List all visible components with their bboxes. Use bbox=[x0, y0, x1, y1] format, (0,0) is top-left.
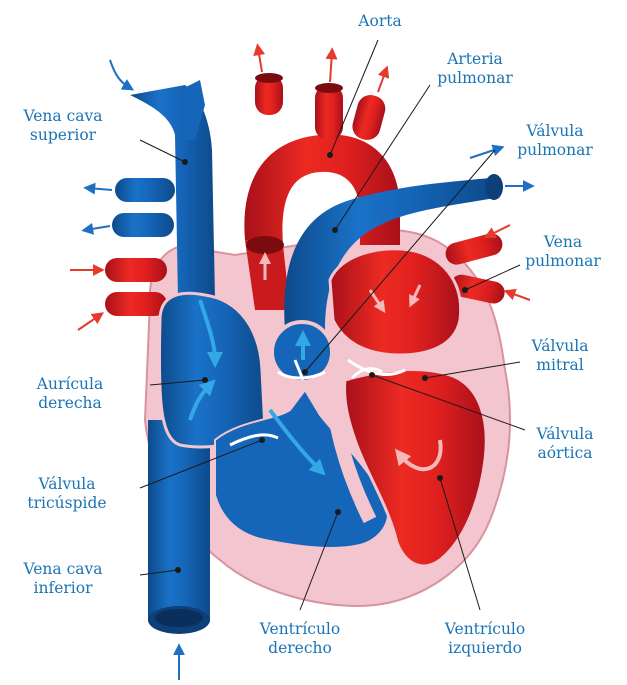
label-auricula-derecha: Aurícula derecha bbox=[15, 375, 125, 413]
label-vena-cava-superior: Vena cava superior bbox=[8, 107, 118, 145]
arrow-out-aorta-2 bbox=[330, 52, 332, 82]
label-valvula-tricuspide: Válvula tricúspide bbox=[12, 475, 122, 513]
arrow-out-vein-lower bbox=[86, 226, 110, 230]
aorta-branch-3 bbox=[350, 92, 389, 143]
arrow-out-vein-upper bbox=[88, 188, 112, 190]
arrow-in-red-lower bbox=[78, 315, 100, 330]
label-vena-pulmonar: Vena pulmonar bbox=[508, 233, 618, 271]
label-valvula-mitral: Válvula mitral bbox=[505, 337, 615, 375]
arrow-in-pv-upper bbox=[488, 225, 510, 236]
red-branch-lower bbox=[105, 292, 167, 316]
vein-branch-lower bbox=[112, 213, 174, 237]
inferior-vena-cava bbox=[148, 420, 210, 620]
arrow-out-aorta-3 bbox=[378, 70, 386, 92]
arrow-in-pv-lower bbox=[508, 292, 530, 300]
label-arteria-pulmonar: Arteria pulmonar bbox=[420, 50, 530, 88]
label-valvula-aortica: Válvula aórtica bbox=[510, 425, 620, 463]
left-atrium bbox=[330, 249, 461, 355]
label-ventriculo-derecho: Ventrículo derecho bbox=[235, 620, 365, 658]
label-vena-cava-inferior: Vena cava inferior bbox=[8, 560, 118, 598]
label-ventriculo-izquierdo: Ventrículo izquierdo bbox=[420, 620, 550, 658]
pulmonary-vein-upper bbox=[443, 231, 505, 267]
aorta-branch-2 bbox=[315, 85, 343, 140]
label-aorta: Aorta bbox=[350, 12, 410, 31]
label-valvula-pulmonar: Válvula pulmonar bbox=[500, 122, 610, 160]
arrow-out-pulm-1 bbox=[470, 148, 500, 158]
arrow-out-aorta-1 bbox=[258, 48, 262, 72]
vein-branch-upper bbox=[115, 178, 175, 202]
red-branch-upper bbox=[105, 258, 167, 282]
arrow-in-svc bbox=[110, 60, 130, 88]
